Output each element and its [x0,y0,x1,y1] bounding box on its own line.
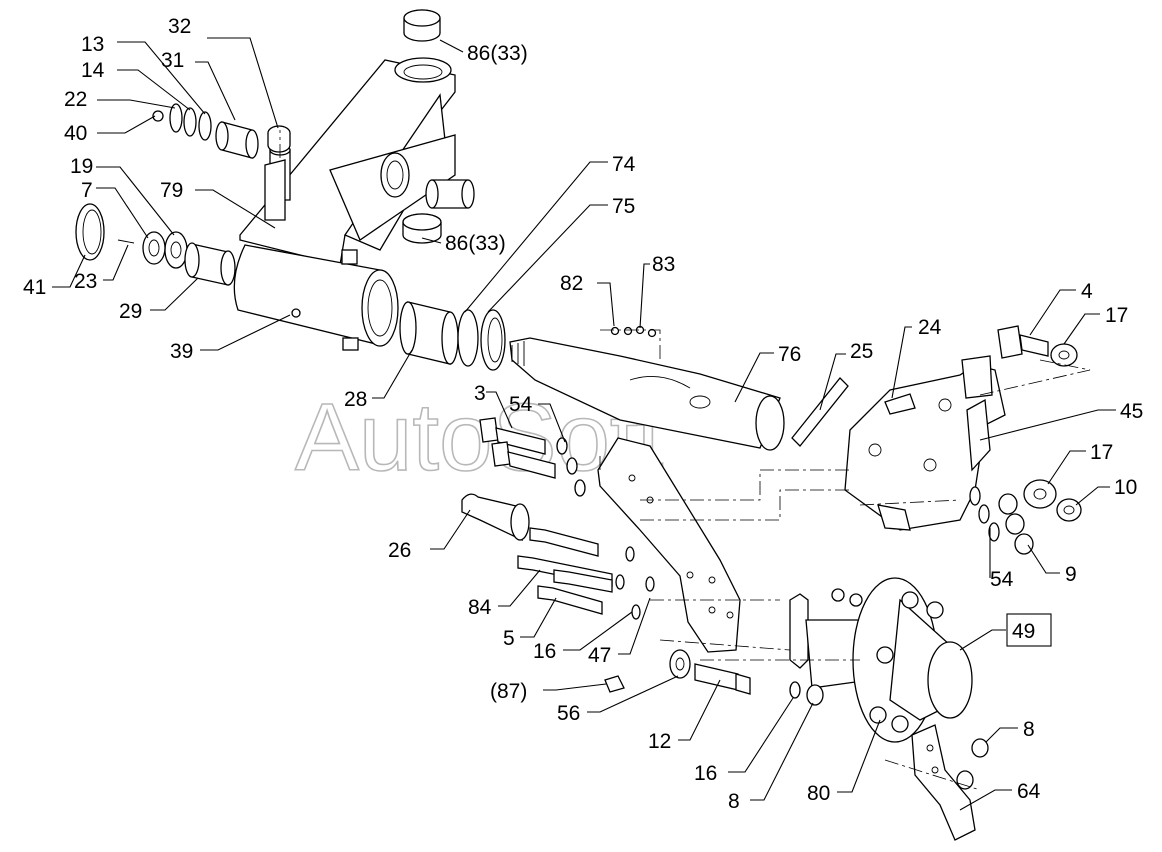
callout-64: 64 [1017,780,1041,803]
nipple-40 [152,110,164,122]
callout-12: 12 [648,730,671,753]
callout-26: 26 [388,539,411,562]
callout-3: 3 [474,382,486,405]
callout-28: 28 [344,388,367,411]
callout-79: 79 [160,179,183,202]
callout-40: 40 [64,122,87,145]
bushing-28 [399,301,459,365]
bolts-3 [479,417,556,479]
washers-54-right [969,486,1000,542]
callout-86b: 86(33) [445,232,506,255]
washers-16-left [615,546,655,620]
bolt-12 [694,663,751,695]
callout-4: 4 [1081,280,1093,303]
leader-lines [52,37,1116,811]
callout-39: 39 [170,340,193,363]
callouts: 86(33) 32 13 31 14 22 40 19 7 79 74 75 8… [23,15,1143,813]
callout-5: 5 [503,627,515,650]
callout-16b: 16 [694,762,717,785]
hub-49 [789,577,973,743]
callout-47: 47 [588,644,611,667]
callout-76: 76 [778,343,801,366]
cone-26 [461,493,530,542]
ring-22 [169,103,183,133]
callout-7: 7 [81,179,93,202]
callout-29: 29 [119,300,142,323]
callout-16a: 16 [533,640,556,663]
ring-13 [198,111,212,141]
washer-16-hub [789,681,801,699]
callout-31: 31 [161,49,184,72]
callout-87: (87) [490,680,527,703]
washer-56 [669,649,691,679]
callout-49-box [1006,613,1052,647]
lever-24 [884,393,916,415]
tube-housing [233,244,399,351]
callout-74: 74 [612,153,636,176]
nuts-8-scraper [956,738,989,790]
nuts-9 [998,493,1034,555]
ball-83a [623,326,633,336]
split-pin-25 [791,377,849,447]
ball-83c [647,328,657,338]
washer-19 [164,231,188,269]
ring-75 [480,309,506,371]
bushing-86-side [425,179,475,209]
callout-41: 41 [23,276,46,299]
bushing-32 [267,125,291,153]
bolts-84 [517,527,613,593]
bolt-4 [997,325,1049,359]
callout-9: 9 [1065,563,1077,586]
callout-10: 10 [1114,476,1137,499]
washer-17-top [1050,343,1078,367]
bolt-5 [537,585,603,615]
callout-49: 49 [1012,620,1035,643]
scraper-64 [911,724,976,841]
callout-23: 23 [74,270,97,293]
callout-54a: 54 [509,393,533,416]
nut-8-hub [806,684,824,706]
callout-22: 22 [64,88,87,111]
callout-84: 84 [468,596,492,619]
plate-47 [597,437,741,653]
assembly-axis-lines [279,130,1091,791]
callout-17a: 17 [1105,304,1128,327]
callout-17b: 17 [1090,441,1113,464]
callout-80: 80 [807,782,830,805]
bushing-29 [184,242,236,286]
axle-76 [509,337,785,451]
callout-83: 83 [652,253,675,276]
oring-74 [457,309,479,367]
bushing-31 [215,121,259,159]
callout-25: 25 [850,340,873,363]
nut-10 [1056,498,1082,522]
callout-75: 75 [612,195,635,218]
callout-14: 14 [81,59,105,82]
callout-19: 19 [70,155,93,178]
callout-86a: 86(33) [467,42,528,65]
nut-87 [604,675,625,693]
bushing-86-top [403,9,441,42]
callout-56: 56 [557,702,580,725]
ring-14 [183,107,197,137]
callout-8b: 8 [728,790,740,813]
washer-17-bottom [1023,479,1057,509]
callout-54b: 54 [990,568,1014,591]
callout-8a: 8 [1023,718,1035,741]
bushing-86-lower [402,213,442,244]
nut-7 [142,231,166,265]
pin-23 [117,239,135,244]
callout-24: 24 [918,316,942,339]
bracket-45 [844,355,1006,531]
callout-32: 32 [168,15,191,38]
callout-45: 45 [1120,400,1143,423]
callout-13: 13 [81,33,104,56]
callout-82: 82 [560,272,583,295]
ball-82 [610,326,620,336]
arm-79 [239,57,456,266]
seal-41 [75,203,105,261]
parts-drawing [75,9,1091,841]
